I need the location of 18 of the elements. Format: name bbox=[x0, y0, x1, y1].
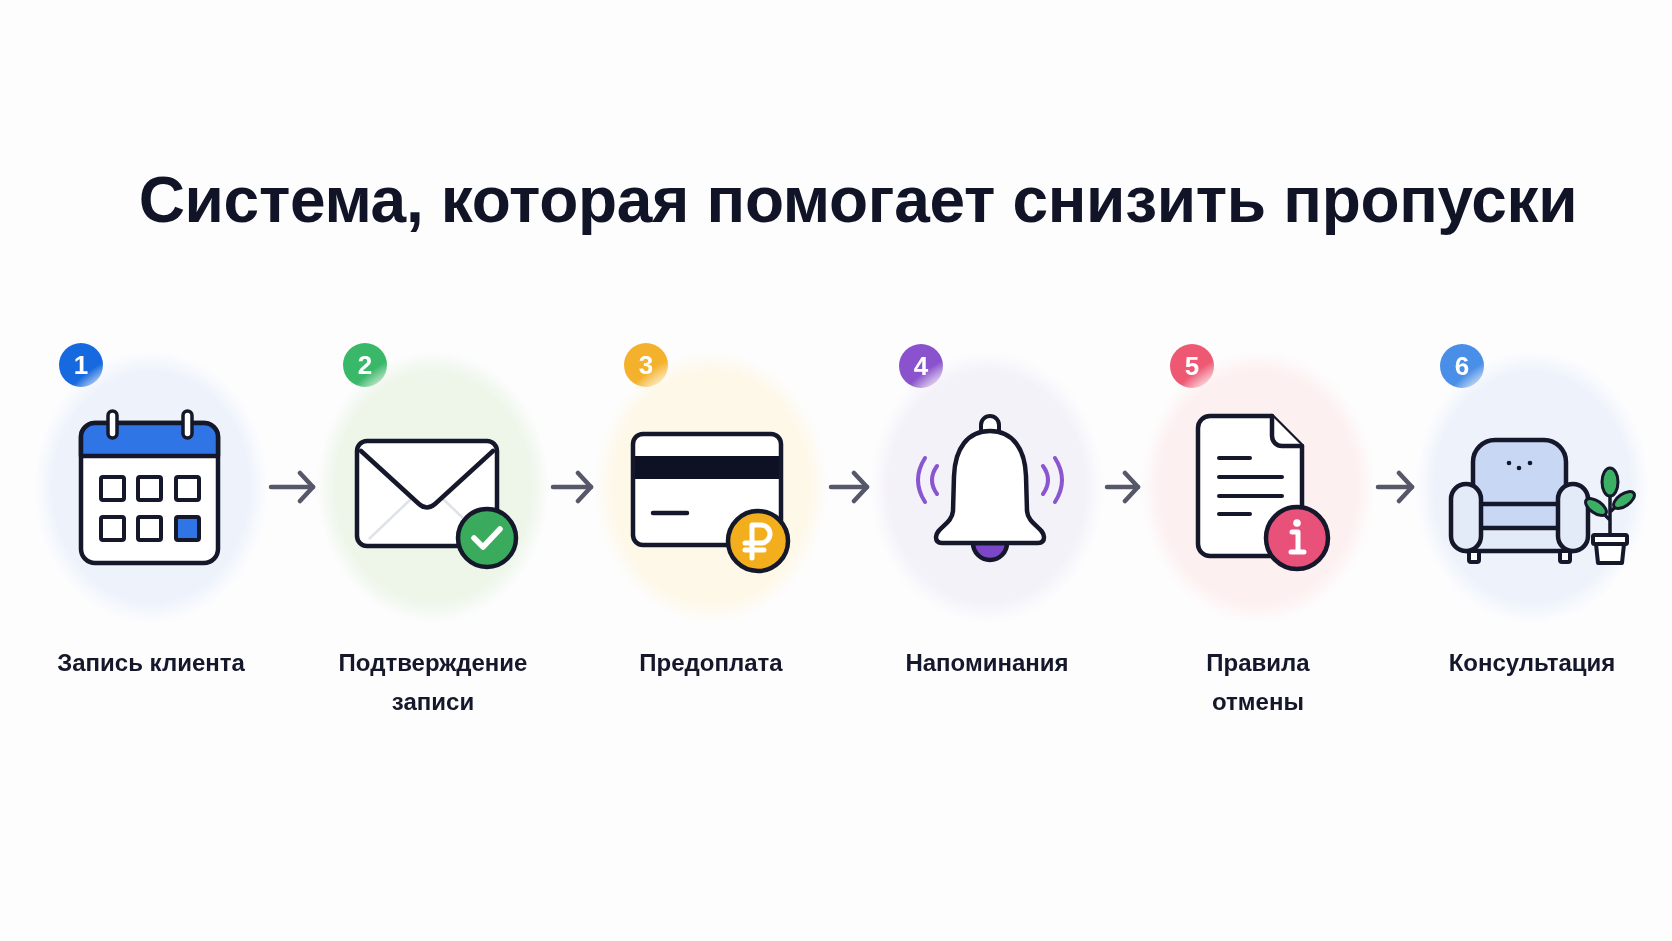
step-number: 4 bbox=[899, 344, 943, 388]
arrow bbox=[550, 470, 594, 504]
step-number: 2 bbox=[343, 343, 387, 387]
step-number: 5 bbox=[1170, 344, 1214, 388]
step-label: Правила отмены bbox=[1205, 648, 1311, 717]
arrow bbox=[268, 470, 316, 504]
title: Система, которая помогает снизить пропуски bbox=[137, 163, 1579, 238]
arrow bbox=[1104, 470, 1141, 504]
step-label: Консультация bbox=[1447, 648, 1617, 678]
step-number: 3 bbox=[624, 343, 668, 387]
step-label: Предоплата bbox=[638, 648, 784, 678]
arrow bbox=[828, 470, 870, 504]
step-label: Запись клиента bbox=[56, 648, 246, 678]
step-label: Напоминания bbox=[904, 648, 1070, 678]
arrow bbox=[1375, 470, 1415, 504]
step-label: Подтверждение записи bbox=[337, 648, 529, 717]
step-number: 1 bbox=[59, 343, 103, 387]
step-number: 6 bbox=[1440, 344, 1484, 388]
